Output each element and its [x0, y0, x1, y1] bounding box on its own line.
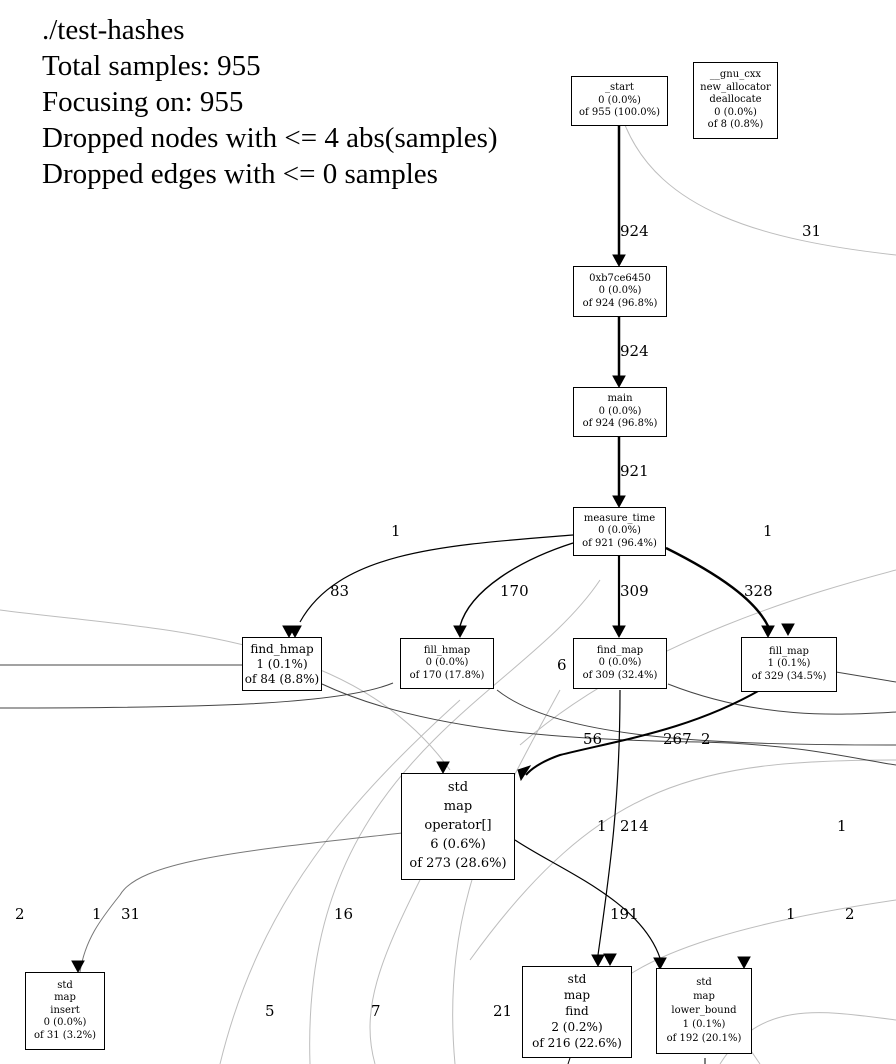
node-fill-hmap-total: of 170 (17.8%) [409, 669, 485, 681]
node-main-total: of 924 (96.8%) [582, 418, 658, 430]
node-insert-class: map [54, 992, 76, 1004]
node-fill-hmap-name: fill_hmap [423, 644, 471, 656]
edge-label: 1 [597, 817, 607, 835]
node-gnu-cxx-func: deallocate [709, 94, 762, 106]
node-start-total: of 955 (100.0%) [578, 107, 661, 119]
node-lower-bound-total: of 192 (20.1%) [666, 1033, 742, 1044]
node-std-map-operator[interactable]: std map operator[] 6 (0.6%) of 273 (28.6… [401, 773, 515, 880]
node-fill-map-name: fill_map [769, 645, 809, 657]
node-addr-total: of 924 (96.8%) [582, 297, 658, 309]
node-find-func: find [565, 1004, 589, 1019]
edge-label: 924 [620, 222, 649, 240]
node-insert-total: of 31 (3.2%) [33, 1029, 96, 1041]
node-find-hmap[interactable]: find_hmap 1 (0.1%) of 84 (8.8%) [242, 637, 322, 691]
edge-label: 1 [837, 817, 847, 835]
node-gnu-cxx-total: of 8 (0.8%) [707, 119, 764, 131]
node-start-self: 0 (0.0%) [598, 94, 641, 106]
node-find-map-name: find_map [596, 644, 644, 656]
node-lower-bound-class: map [693, 991, 715, 1002]
node-insert-ns: std [57, 979, 73, 991]
edge-label: 1 [92, 905, 102, 923]
edge-label: 924 [620, 342, 649, 360]
node-gnu-cxx-deallocate[interactable]: __gnu_cxx new_allocator deallocate 0 (0.… [693, 62, 778, 139]
edge-label: 1 [391, 522, 401, 540]
node-operator-func: operator[] [424, 818, 492, 834]
edge-label: 21 [493, 1002, 513, 1020]
node-0xb7ce6450[interactable]: 0xb7ce6450 0 (0.0%) of 924 (96.8%) [573, 266, 667, 317]
node-operator-class: map [443, 799, 473, 815]
node-lower-bound-self: 1 (0.1%) [682, 1019, 726, 1030]
node-operator-total: of 273 (28.6%) [409, 855, 507, 871]
edge-label: 2 [845, 905, 855, 923]
node-measure-time-total: of 921 (96.4%) [582, 537, 657, 549]
node-operator-ns: std [447, 780, 469, 796]
node-fill-hmap-self: 0 (0.0%) [425, 657, 469, 669]
edge-label: 31 [802, 222, 822, 240]
node-lower-bound-ns: std [696, 977, 712, 988]
dropped-nodes: Dropped nodes with <= 4 abs(samples) [42, 122, 498, 154]
node-insert-self: 0 (0.0%) [43, 1017, 87, 1029]
node-main-self: 0 (0.0%) [598, 405, 642, 417]
node-find-class: map [563, 988, 591, 1003]
node-find-hmap-total: of 84 (8.8%) [244, 671, 320, 686]
focusing-on: Focusing on: 955 [42, 86, 244, 118]
edge-label: 328 [744, 582, 773, 600]
node-find-ns: std [567, 972, 587, 987]
edge-label: 170 [500, 582, 529, 600]
edge-label: 5 [265, 1002, 275, 1020]
node-fill-hmap[interactable]: fill_hmap 0 (0.0%) of 170 (17.8%) [400, 638, 494, 689]
node-find-map-total: of 309 (32.4%) [582, 669, 658, 681]
node-std-map-find[interactable]: std map find 2 (0.2%) of 216 (22.6%) [522, 966, 632, 1058]
node-main-name: main [607, 393, 633, 405]
edge-label: 921 [620, 462, 649, 480]
edge-label: 191 [610, 905, 639, 923]
node-main[interactable]: main 0 (0.0%) of 924 (96.8%) [573, 387, 667, 437]
node-insert-func: insert [50, 1004, 80, 1016]
node-find-map[interactable]: find_map 0 (0.0%) of 309 (32.4%) [573, 638, 667, 689]
node-addr-self: 0 (0.0%) [598, 285, 642, 297]
edge-label: 1 [786, 905, 796, 923]
node-find-total: of 216 (22.6%) [532, 1035, 622, 1050]
edge-label: 2 [701, 730, 711, 748]
node-std-map-insert[interactable]: std map insert 0 (0.0%) of 31 (3.2%) [25, 972, 105, 1050]
node-measure-time[interactable]: measure_time 0 (0.0%) of 921 (96.4%) [573, 507, 666, 556]
edge-label: 214 [620, 817, 649, 835]
node-gnu-cxx-class: new_allocator [700, 81, 771, 93]
node-operator-self: 6 (0.6%) [430, 836, 486, 852]
node-gnu-cxx-self: 0 (0.0%) [714, 106, 757, 118]
node-find-map-self: 0 (0.0%) [598, 657, 642, 669]
edge-label: 309 [620, 582, 649, 600]
node-find-hmap-self: 1 (0.1%) [256, 656, 308, 671]
node-find-self: 2 (0.2%) [551, 1019, 603, 1034]
node-find-hmap-name: find_hmap [250, 641, 314, 656]
node-lower-bound-func: lower_bound [671, 1005, 737, 1016]
node-std-map-lower-bound[interactable]: std map lower_bound 1 (0.1%) of 192 (20.… [656, 968, 752, 1054]
node-addr-name: 0xb7ce6450 [589, 272, 651, 284]
dropped-edges: Dropped edges with <= 0 samples [42, 158, 438, 190]
node-fill-map-self: 1 (0.1%) [767, 658, 811, 670]
edge-label: 2 [15, 905, 25, 923]
edge-label: 7 [371, 1002, 381, 1020]
edge-label: 6 [557, 656, 567, 674]
node-start[interactable]: _start 0 (0.0%) of 955 (100.0%) [571, 76, 668, 126]
program-name: ./test-hashes [42, 14, 185, 46]
edge-label: 31 [121, 905, 141, 923]
node-start-name: _start [605, 82, 634, 94]
edge-label: 1 [763, 522, 773, 540]
total-samples: Total samples: 955 [42, 50, 261, 82]
edge-label: 83 [330, 582, 350, 600]
edge-label: 56 [583, 730, 603, 748]
edge-label: 16 [334, 905, 354, 923]
node-gnu-cxx-ns: __gnu_cxx [709, 69, 762, 81]
node-fill-map-total: of 329 (34.5%) [751, 670, 827, 682]
node-measure-time-self: 0 (0.0%) [598, 525, 641, 537]
node-fill-map[interactable]: fill_map 1 (0.1%) of 329 (34.5%) [741, 637, 837, 692]
node-measure-time-name: measure_time [583, 512, 656, 524]
edge-label: 267 [663, 730, 692, 748]
